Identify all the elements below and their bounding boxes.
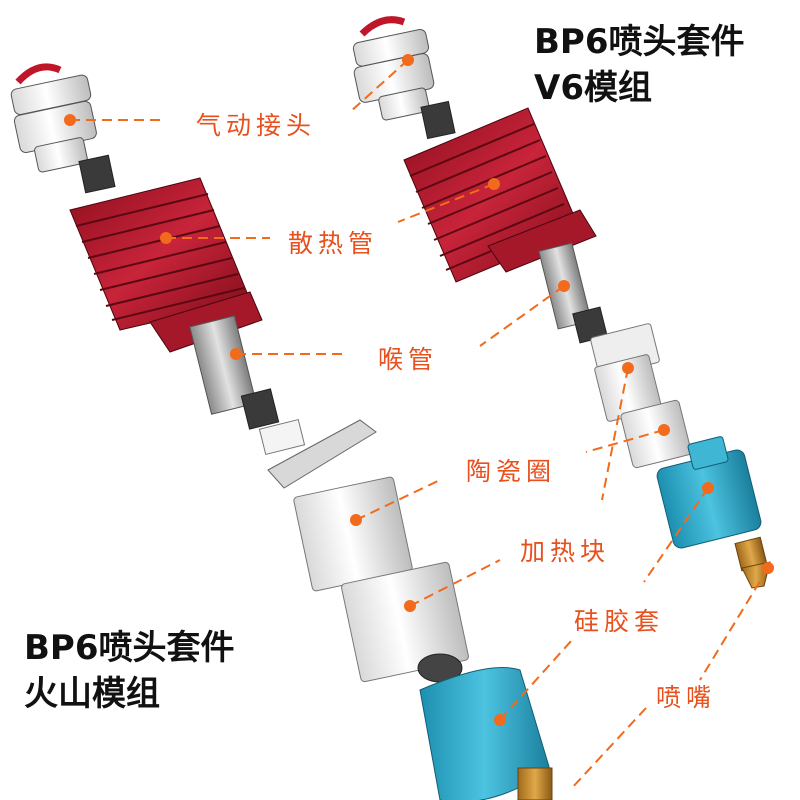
volcano-title-line2: 火山模组 [24, 674, 160, 714]
volcano-heater-block-white [293, 476, 469, 682]
volcano-throat-tube [190, 316, 305, 455]
label-silicone-sock: 硅胶套 [574, 602, 664, 638]
volcano-title-line1: BP6喷头套件 [24, 628, 235, 668]
label-heat-sink: 散热管 [288, 224, 378, 260]
v6-title-line1: BP6喷头套件 [534, 22, 745, 62]
label-nozzle: 喷嘴 [656, 678, 716, 714]
v6-nozzle [735, 537, 770, 588]
label-ceramic-ring: 陶瓷圈 [466, 452, 556, 488]
v6-pneumatic-fitting [352, 20, 455, 139]
volcano-thread-upper [79, 155, 115, 193]
v6-title-line2: V6模组 [534, 68, 652, 108]
label-throat-tube: 喉管 [378, 340, 438, 376]
v6-throat-tube [539, 243, 607, 343]
label-pneumatic-fitting: 气动接头 [196, 106, 316, 142]
volcano-pneumatic-fitting [10, 67, 97, 173]
label-heater-block: 加热块 [520, 532, 610, 568]
volcano-silicone-sock [420, 668, 552, 800]
